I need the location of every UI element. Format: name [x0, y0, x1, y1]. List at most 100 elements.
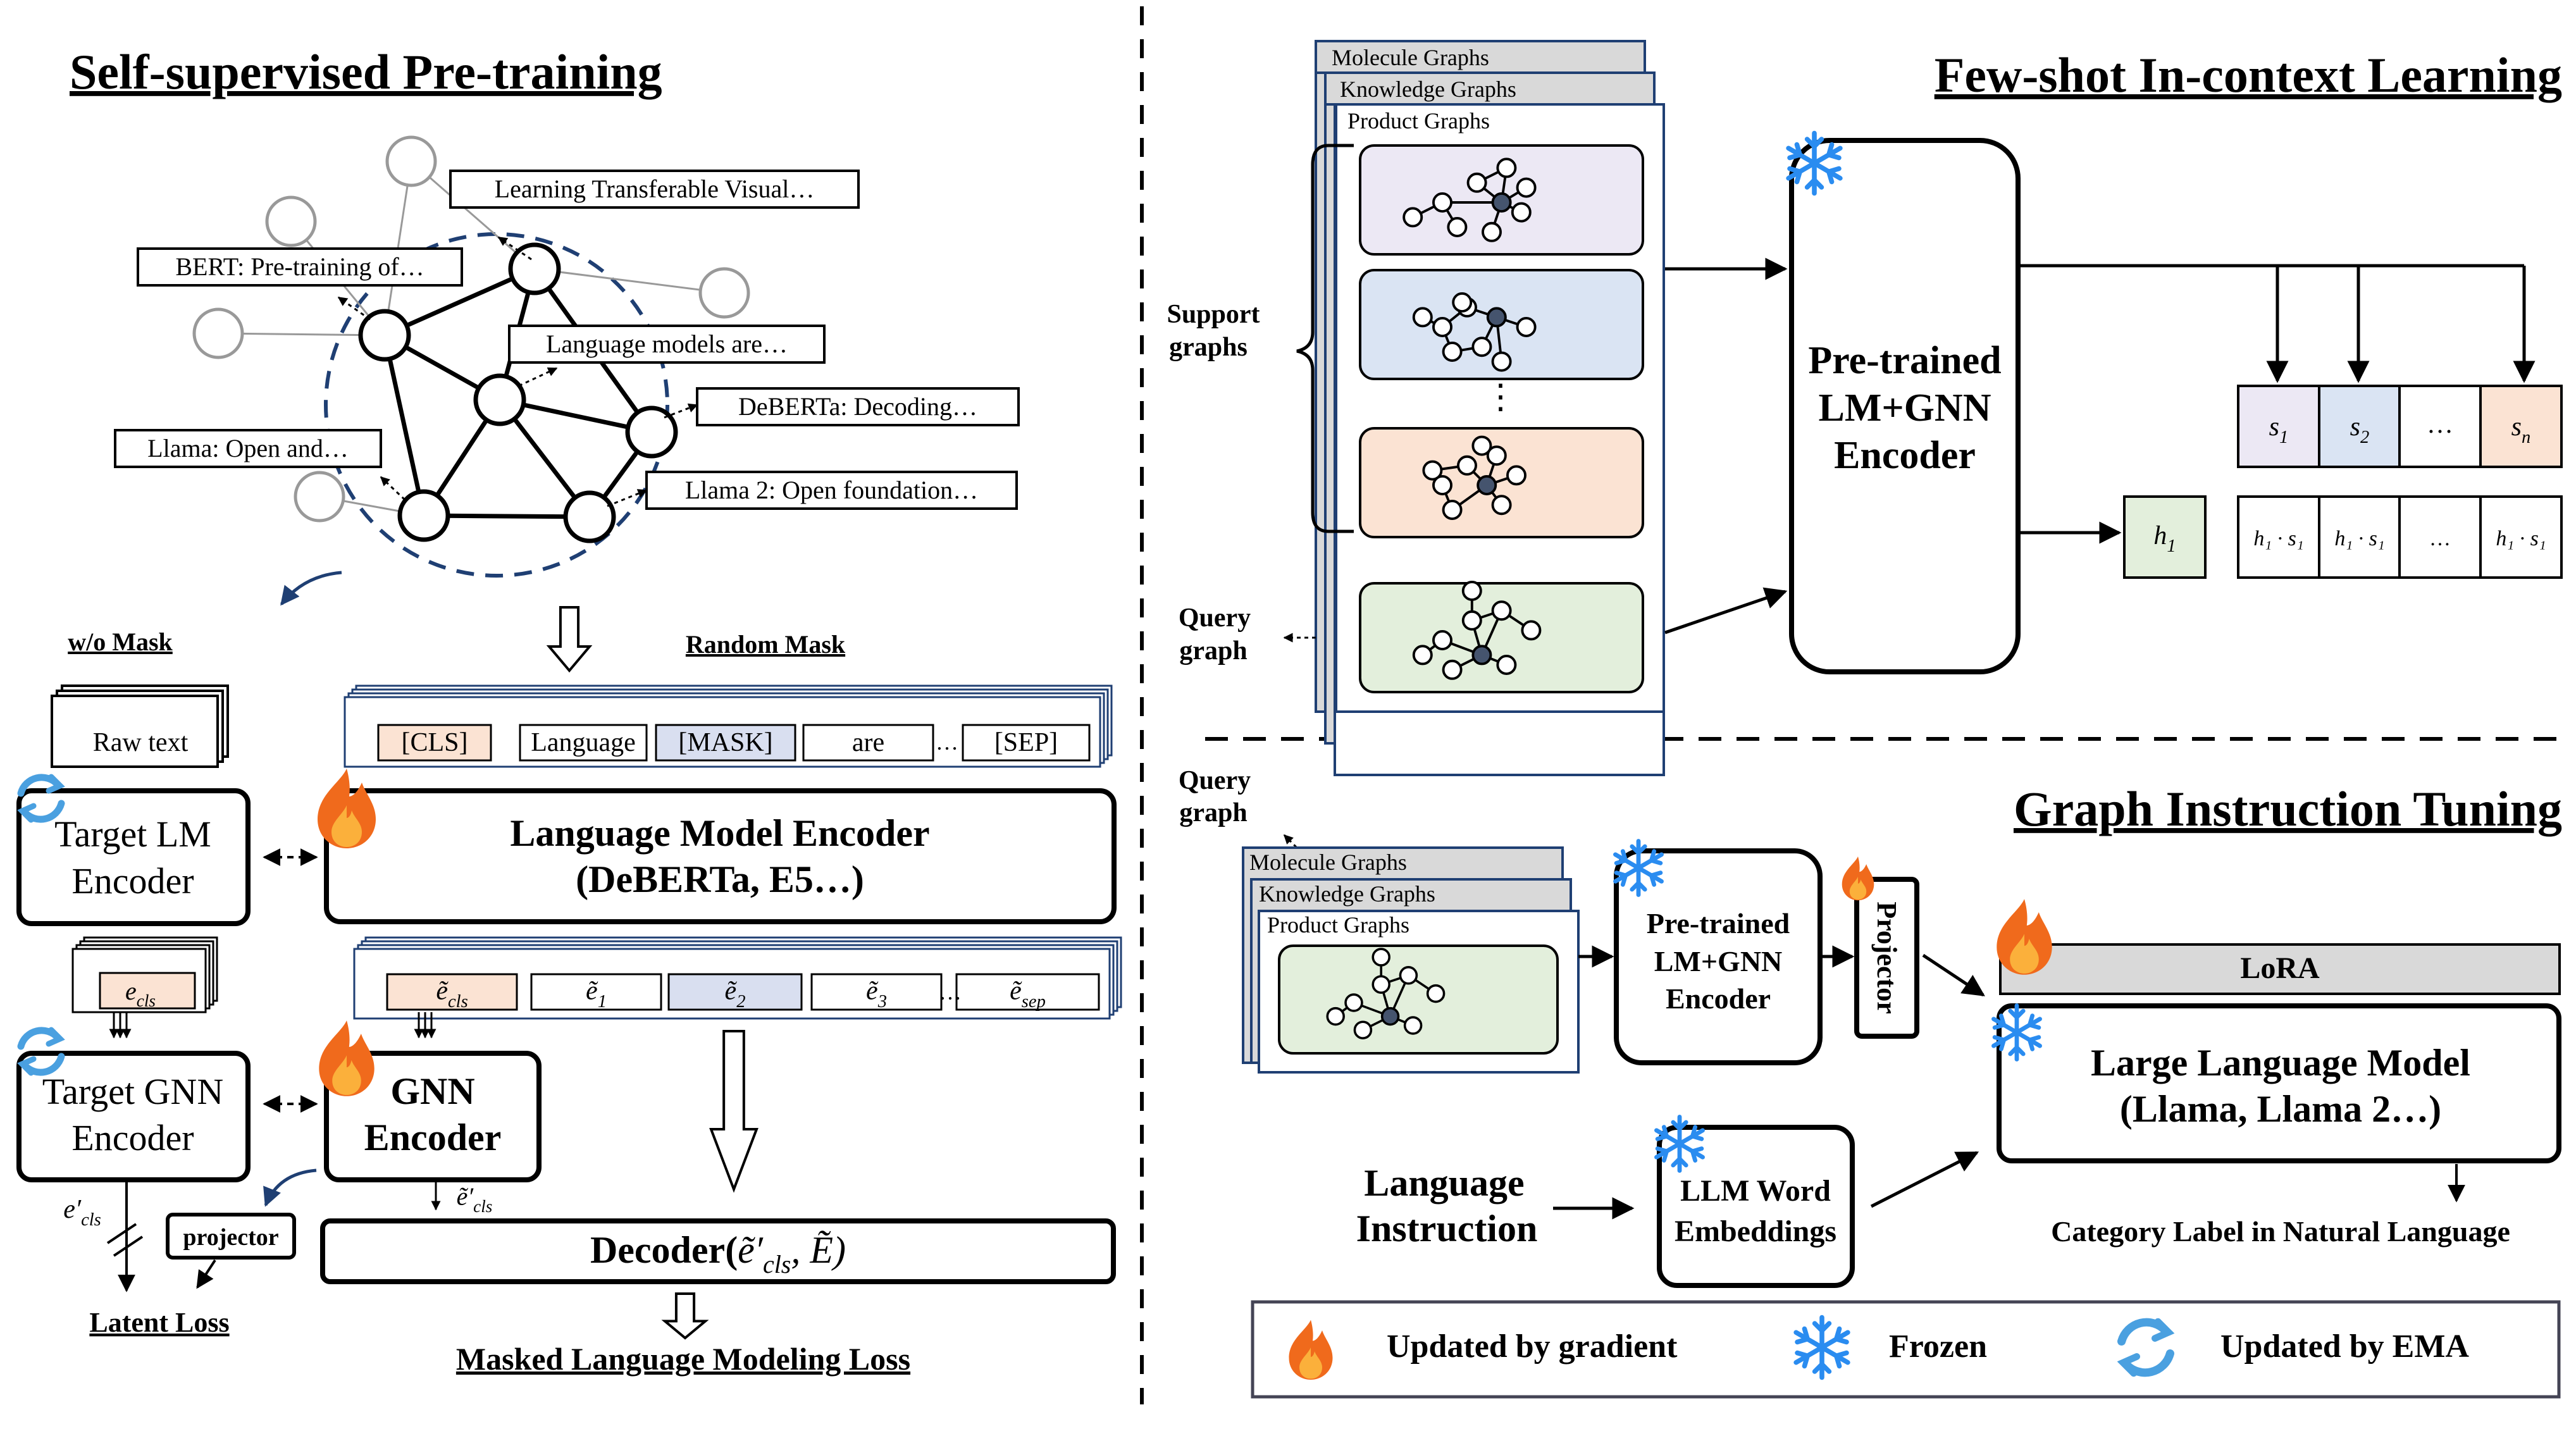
projector-to-llm	[1922, 953, 1985, 997]
graph-node	[1482, 221, 1502, 242]
paper-node	[563, 490, 616, 543]
graph-node	[1353, 1020, 1373, 1039]
instr-example-graph	[1326, 948, 1446, 1039]
graph-tab	[1324, 71, 1656, 106]
paper-node	[625, 406, 678, 459]
ecls-prime-label: e′cls	[63, 1195, 101, 1230]
graph-node	[1380, 1006, 1400, 1026]
ecls-tilde-prime-label-sub: cls	[473, 1197, 492, 1216]
decoder-name: Decoder(	[590, 1229, 738, 1271]
stop-grad-mark	[113, 1235, 144, 1257]
legend-ema-label: Updated by EMA	[2220, 1328, 2469, 1365]
decoder-arg: ẽ′	[738, 1229, 764, 1271]
fewshot-encoder-box	[1789, 138, 2021, 674]
embed-token-box	[386, 973, 518, 1011]
graph-node	[1496, 158, 1517, 178]
graph-node	[1432, 475, 1452, 495]
text-link	[497, 236, 532, 261]
hs-cell-label: h₁ · s₁	[2253, 527, 2303, 550]
token-box	[962, 724, 1091, 762]
graph-node	[1491, 351, 1512, 372]
instr-molecule-label: Molecule Graphs	[1249, 850, 1407, 875]
ecls-label-base: e	[125, 977, 137, 1005]
text-link	[337, 296, 371, 321]
lm-encoder-line2: (DeBERTa, E5…)	[576, 858, 864, 900]
token-label: [CLS]	[402, 728, 468, 757]
instr-query-label-1: Query	[1179, 766, 1251, 795]
graph-node	[1461, 581, 1482, 601]
s-cell-label-sub: 2	[2360, 428, 2369, 447]
embed-token-label: ẽ2	[725, 977, 746, 1012]
citation-edge	[383, 266, 536, 338]
s-cell-label-sub: n	[2522, 428, 2530, 447]
token-ellipsis: …	[936, 729, 958, 755]
graph-vdots: ⋮	[1483, 378, 1518, 416]
token-box	[655, 724, 796, 762]
paper-label-box	[696, 387, 1020, 426]
query-label-2: graph	[1179, 636, 1247, 666]
paper-node	[397, 489, 450, 542]
embed-token-label-sub: 1	[598, 992, 607, 1012]
ecls-prime-label-base: e′	[63, 1195, 82, 1224]
paper-title-label: Llama 2: Open foundation…	[685, 476, 978, 504]
graph-node	[1511, 202, 1532, 223]
word-emb-to-llm	[1870, 1151, 1979, 1208]
graph-node	[1491, 192, 1512, 213]
h1-label-sub: 1	[2167, 536, 2176, 556]
s-cell-label: s1	[2269, 412, 2289, 447]
example-graph-card	[1359, 582, 1644, 693]
graph-node	[1432, 317, 1452, 337]
instr-encoder-line3: Encoder	[1666, 982, 1771, 1015]
decoder-rest: , Ẽ)	[791, 1229, 846, 1271]
h1-label: h1	[2153, 521, 2176, 556]
fire-icon	[319, 1020, 375, 1096]
title-instruction: Graph Instruction Tuning	[2014, 781, 2562, 836]
graph-node	[1457, 455, 1477, 476]
graph-node	[1461, 610, 1482, 631]
gnn-encoder-line1: GNN	[390, 1070, 474, 1112]
graph-node	[1412, 307, 1433, 328]
graph-node	[1486, 445, 1507, 466]
legend-frozen-label: Frozen	[1889, 1328, 1987, 1365]
graph-node	[1422, 460, 1443, 481]
llm-line2: (Llama, Llama 2…)	[2120, 1088, 2441, 1130]
graph-node	[1496, 655, 1517, 675]
target-lm-line2: Encoder	[71, 860, 194, 901]
citation-edge	[423, 513, 590, 519]
instr-product-label: Product Graphs	[1267, 912, 1409, 938]
token-box	[377, 724, 492, 762]
paper-label-box	[114, 429, 382, 468]
embed-token-label: ẽsep	[1010, 977, 1046, 1012]
llm-box	[1997, 1003, 2561, 1163]
target-gnn-line1: Target GNN	[42, 1071, 223, 1112]
embed-token-box	[810, 973, 943, 1011]
example-graph	[1422, 435, 1526, 520]
hs-cell	[2318, 495, 2401, 579]
embed-ellipsis: …	[939, 979, 962, 1005]
mlm-loss-label: Masked Language Modeling Loss	[456, 1341, 910, 1377]
embed-token-label: ẽcls	[436, 977, 468, 1012]
graph-node	[1466, 172, 1487, 193]
text-link	[380, 476, 406, 501]
embed-token-label: ẽ3	[866, 977, 887, 1012]
decoder-box	[320, 1218, 1116, 1284]
raw-text-card	[51, 695, 219, 768]
lm-encoder-line1: Language Model Encoder	[510, 812, 929, 854]
embed-token-label-base: ẽ	[586, 977, 598, 1006]
context-node	[265, 195, 317, 247]
paper-title-label: Language models are…	[546, 330, 788, 358]
decoder-sub: cls	[763, 1250, 791, 1279]
hs-cell-label: …	[2429, 527, 2451, 550]
weak-edge	[218, 332, 385, 337]
embed-token-label-sub: 3	[877, 992, 887, 1012]
instr-projector-box	[1854, 877, 1919, 1039]
s-cell	[2479, 385, 2563, 468]
graph-node	[1442, 659, 1463, 680]
s-cell-label: s2	[2350, 412, 2370, 447]
output-label: Category Label in Natural Language	[2051, 1215, 2510, 1248]
weak-edge	[411, 160, 535, 270]
s-cell-label-base: s	[2511, 412, 2522, 442]
citation-edge	[382, 335, 426, 516]
wo-mask-label: w/o Mask	[68, 628, 173, 656]
